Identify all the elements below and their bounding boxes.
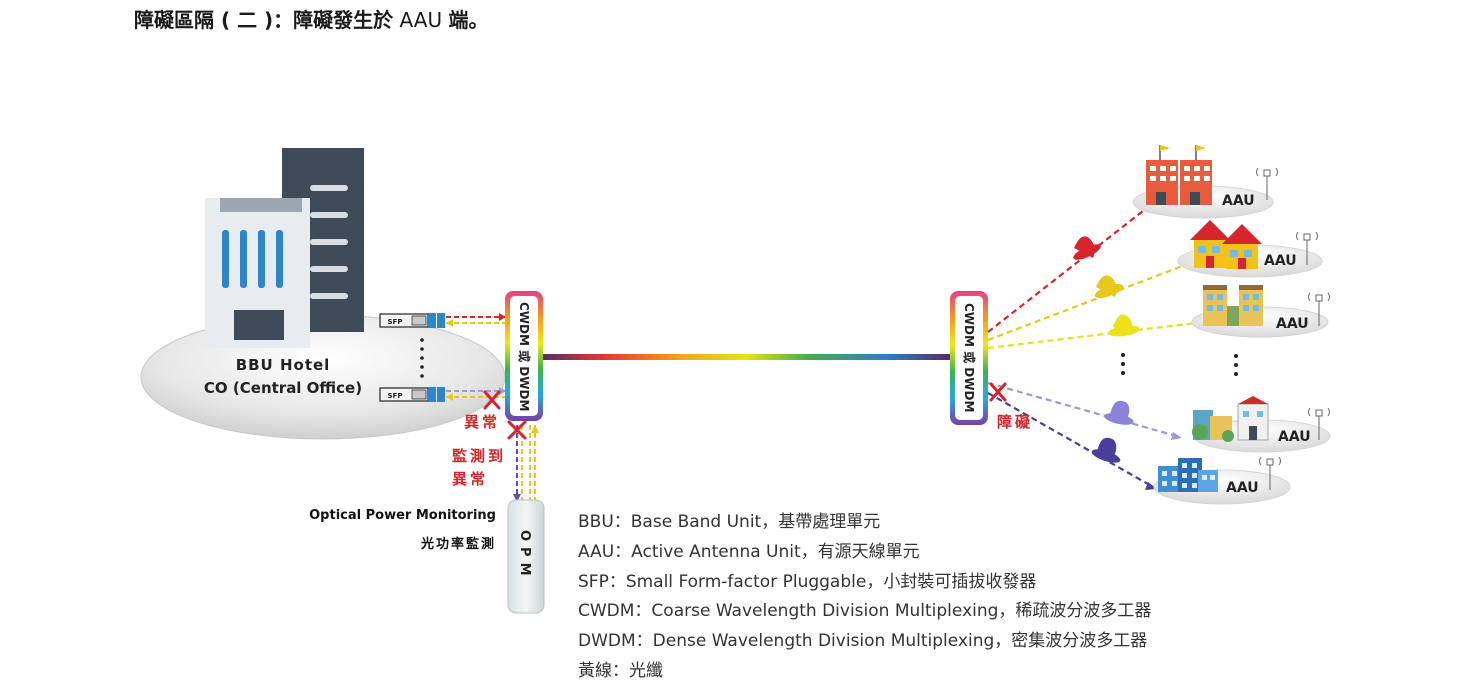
sfp-more-dots [420,338,424,378]
legend-item-bbu: BBU：Base Band Unit，基帶處理單元 [578,512,881,532]
mux-right: CWDM 或 DWDM [950,291,988,425]
sfp-label-top: SFP [388,318,403,326]
legend-item-sfp: SFP：Small Form-factor Pluggable，小封裝可插拔收發… [578,571,1037,592]
office-blocks-icon [1158,458,1218,492]
antenna-icon [1308,407,1330,440]
opm-title: Optical Power Monitoring 光功率監測 [300,508,496,552]
signal-bulb-yellow2-icon [1108,314,1140,337]
mux-right-label: CWDM 或 DWDM [962,303,977,412]
fault-label: 障礙 [997,413,1033,431]
monitored-label-2: 異常 [452,470,488,488]
co-label-line2: CO (Central Office) [204,379,362,397]
aau-label-5: AAU [1226,480,1259,496]
aau-more-dots-left [1121,353,1125,375]
aau-label-4: AAU [1278,429,1311,445]
aau-site-4: AAU [1192,396,1331,453]
houses-icon [1190,220,1262,269]
aau-site-3: AAU [1191,285,1330,338]
townhouse-icon [1203,285,1263,326]
antenna-icon [1296,231,1318,265]
office-building-icon [205,148,364,348]
aau-site-1: AAU [1132,145,1278,219]
aau-site-2: AAU [1177,220,1323,278]
mux-left: CWDM 或 DWDM [505,291,543,421]
antenna-icon [1259,456,1281,490]
legend: BBU：Base Band Unit，基帶處理單元 AAU：Active Ant… [578,508,1151,687]
signal-bulb-purple-icon [1091,437,1121,463]
fault-mark-right-icon [989,382,1007,402]
sfp-module-top: SFP [379,313,445,328]
aau-label-1: AAU [1222,193,1255,209]
fault-mark-left-icon [483,390,501,410]
legend-item-cwdm: CWDM：Coarse Wavelength Division Multiple… [578,601,1152,622]
abnormal-label: 異常 [464,413,500,431]
legend-item-dwdm: DWDM：Dense Wavelength Division Multiplex… [578,631,1148,652]
sfp-label-bottom: SFP [388,392,403,400]
campus-icon [1192,396,1269,442]
legend-item-fiber: 黃線：光纖 [578,660,663,681]
opm-device: OPM [507,499,545,614]
aau-site-5: AAU [1153,456,1291,505]
signal-bulb-lilac-icon [1104,400,1134,425]
mux-left-label: CWDM 或 DWDM [517,302,532,411]
antenna-icon [1256,167,1278,200]
monitored-label-1: 監測到 [452,447,506,465]
co-label-line1: BBU Hotel [236,356,331,374]
co-platform [140,314,506,440]
opm-title-en: Optical Power Monitoring [309,508,496,523]
aau-label-3: AAU [1276,316,1309,332]
antenna-icon [1308,292,1330,326]
factory-icon [1146,145,1212,205]
opm-title-zh: 光功率監測 [420,537,496,552]
opm-box-label: OPM [517,530,532,582]
signal-bulb-yellow-icon [1094,275,1124,298]
signal-bulb-red-icon [1073,236,1101,260]
legend-item-aau: AAU：Active Antenna Unit，有源天線單元 [578,541,920,562]
page-title: 障礙區隔 ( 二 )：障礙發生於 AAU 端。 [134,8,489,32]
aau-more-dots-right [1234,354,1238,376]
aau-label-2: AAU [1264,253,1297,269]
trunk-fiber [543,354,950,360]
fault-mark-tap-icon [507,420,527,440]
sfp-module-bottom: SFP [379,387,445,402]
